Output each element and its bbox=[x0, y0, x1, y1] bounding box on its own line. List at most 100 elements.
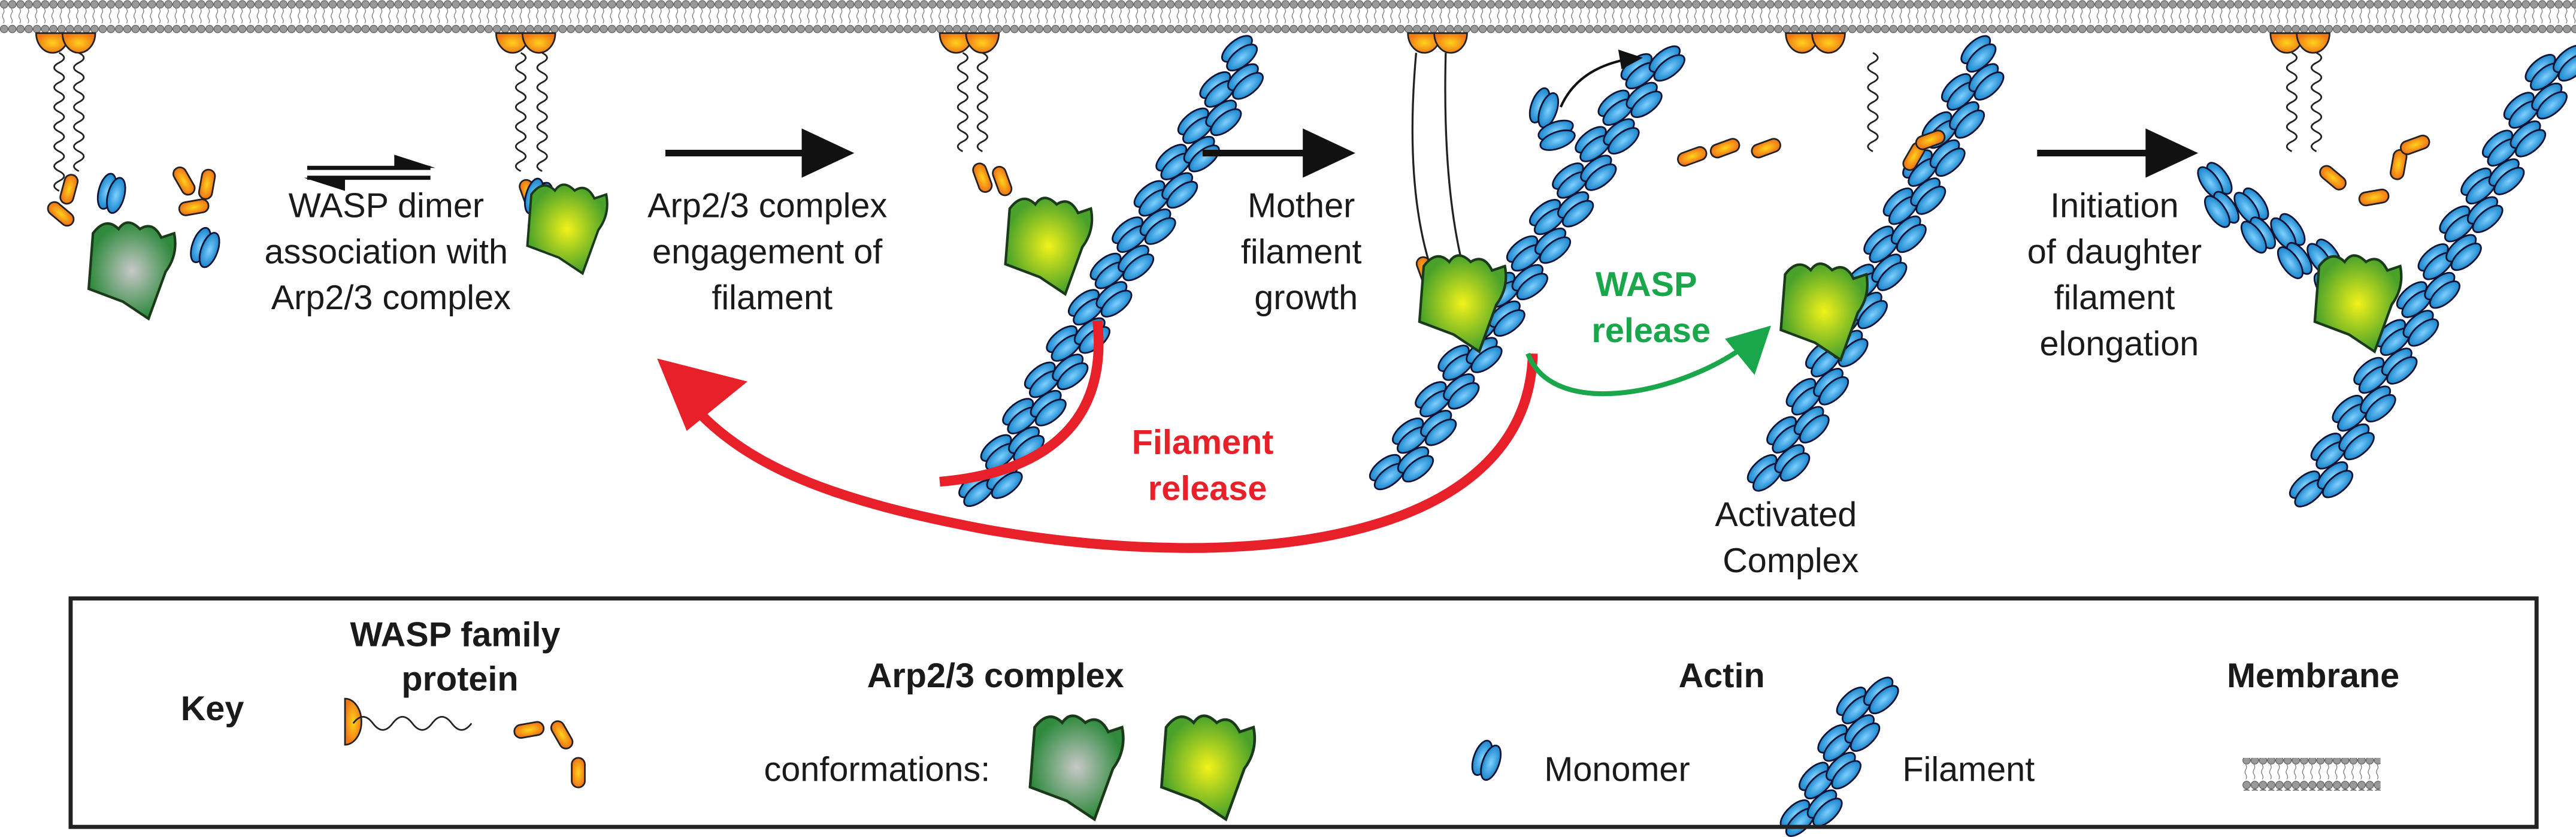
actin-lobe bbox=[1857, 300, 1888, 330]
key-actin-heading: Actin bbox=[1679, 657, 1765, 695]
actin-lobe bbox=[1779, 452, 1811, 482]
step4-label: Initiation of daughter filament elongati… bbox=[2027, 186, 2211, 362]
filament-subunit bbox=[1118, 244, 1155, 282]
arp-body bbox=[1004, 197, 1094, 297]
key-membrane-icon bbox=[2242, 757, 2381, 791]
key-filament-label: Filament bbox=[1902, 750, 2035, 788]
wasp-vca-domain-icon bbox=[550, 720, 574, 750]
filament-subunit bbox=[2270, 213, 2306, 250]
wasp-linker bbox=[1867, 52, 1879, 152]
actin-lobe bbox=[2277, 246, 2303, 279]
wasp-vca-domain-icon bbox=[571, 757, 586, 788]
actin-lobe bbox=[1935, 147, 1966, 177]
filament-subunit bbox=[1960, 35, 1997, 73]
actin-lobe bbox=[2557, 53, 2576, 82]
actin-lobe bbox=[1812, 797, 1843, 827]
wasp-anchor bbox=[965, 32, 1000, 54]
step-arrow-3 bbox=[2037, 128, 2199, 178]
filament-subunit bbox=[1844, 714, 1881, 752]
step4-line1: Initiation bbox=[2050, 186, 2179, 225]
wasp-linker bbox=[536, 52, 548, 172]
actin-monomer-icon bbox=[190, 226, 220, 268]
filament-subunit bbox=[2381, 348, 2418, 385]
step3-line1: Mother bbox=[1248, 186, 1355, 225]
arp-body bbox=[1160, 714, 1257, 822]
actin-lobe bbox=[1896, 223, 1927, 253]
wasp-vca-domain-icon bbox=[1751, 138, 1781, 159]
wasp-vca-domain-icon bbox=[992, 165, 1013, 197]
filament-subunit bbox=[1161, 172, 1198, 209]
filament-subunit bbox=[1529, 199, 1566, 235]
actin-lobe bbox=[1608, 127, 1640, 155]
wasp-anchor bbox=[2296, 32, 2330, 54]
filament-subunit bbox=[1806, 789, 1843, 827]
filament-subunit bbox=[2510, 120, 2547, 158]
filament-subunit bbox=[1813, 368, 1849, 406]
filament-subunit bbox=[2424, 271, 2460, 309]
wasp-membrane-anchor-icon bbox=[1785, 32, 1846, 54]
actin-lobe bbox=[2472, 204, 2504, 233]
filament-release-label: Filament release bbox=[1132, 423, 1284, 507]
key-arp-conformations: conformations: bbox=[764, 750, 990, 788]
key-box bbox=[68, 596, 2539, 829]
key-wasp-line1: WASP family bbox=[350, 615, 561, 654]
key-title: Key bbox=[181, 690, 244, 728]
wasp-linker bbox=[2286, 52, 2298, 152]
filament-subunit bbox=[2396, 281, 2433, 318]
actin-lobe bbox=[1876, 262, 1908, 291]
wasp-release-line1: WASP bbox=[1596, 265, 1697, 304]
filament-subunit bbox=[1648, 45, 1685, 82]
key-wasp-line2: protein bbox=[401, 660, 518, 698]
actin-lobe bbox=[1537, 92, 1560, 129]
wasp-vca-domain-icon bbox=[172, 166, 196, 196]
actin-lobe bbox=[1954, 109, 1985, 139]
filament-subunit bbox=[2204, 191, 2240, 228]
step1-line2: association with bbox=[265, 232, 508, 271]
step-arrow-1 bbox=[665, 128, 855, 178]
arp23-inactive-icon bbox=[1028, 714, 1125, 822]
actin-lobe bbox=[1034, 398, 1067, 427]
key-wasp-heading: WASP family protein bbox=[350, 615, 570, 698]
actin-lobe bbox=[1166, 180, 1198, 209]
step2-line1: Arp2/3 complex bbox=[647, 186, 887, 225]
actin-lobe bbox=[1470, 346, 1503, 373]
filament-subunit bbox=[1580, 155, 1617, 191]
filament-subunit bbox=[2417, 243, 2454, 280]
actin-monomer-icon bbox=[1528, 87, 1560, 129]
actin-lobe bbox=[2204, 195, 2231, 228]
actin-lobe bbox=[1401, 455, 1434, 483]
actin-lobe bbox=[1448, 382, 1480, 410]
actin-filament-icon bbox=[2289, 44, 2576, 507]
wasp-membrane-anchor-icon bbox=[939, 32, 1000, 54]
key-monomer-label: Monomer bbox=[1544, 750, 1690, 788]
filament-subunit bbox=[2277, 241, 2313, 279]
equilibrium-arrow bbox=[304, 155, 435, 191]
step1-label: WASP dimer association with Arp2/3 compl… bbox=[265, 186, 518, 317]
filament-subunit bbox=[1871, 253, 1908, 291]
actin-lobe bbox=[1561, 200, 1594, 228]
arp23-active-icon bbox=[2313, 254, 2403, 354]
step2-line3: filament bbox=[712, 279, 833, 317]
step1-line3: Arp2/3 complex bbox=[271, 279, 511, 317]
actin-filament-icon bbox=[1746, 35, 2005, 492]
arp-body bbox=[526, 183, 609, 276]
actin-lobe bbox=[1818, 376, 1849, 406]
filament-subunit bbox=[1139, 208, 1176, 245]
step3-line2: filament bbox=[1241, 232, 1362, 271]
wasp-vca-domain-icon bbox=[2319, 165, 2347, 191]
wasp-vca-domain-icon bbox=[2358, 188, 2390, 207]
actin-lobe bbox=[2429, 280, 2460, 309]
filament-subunit bbox=[2332, 394, 2369, 432]
actin-lobe bbox=[1480, 744, 1502, 781]
filament-subunit bbox=[1420, 410, 1457, 446]
wasp-anchor bbox=[61, 32, 96, 54]
actin-lobe bbox=[1838, 338, 1869, 367]
actin-lobe bbox=[1539, 129, 1576, 151]
actin-lobe bbox=[1144, 217, 1176, 245]
wasp-linker bbox=[73, 52, 85, 172]
key-arp-heading: Arp2/3 complex bbox=[867, 657, 1124, 695]
actin-lobe bbox=[2408, 318, 2439, 347]
filament-subunit bbox=[1052, 353, 1089, 391]
step3-line3: growth bbox=[1254, 279, 1358, 317]
